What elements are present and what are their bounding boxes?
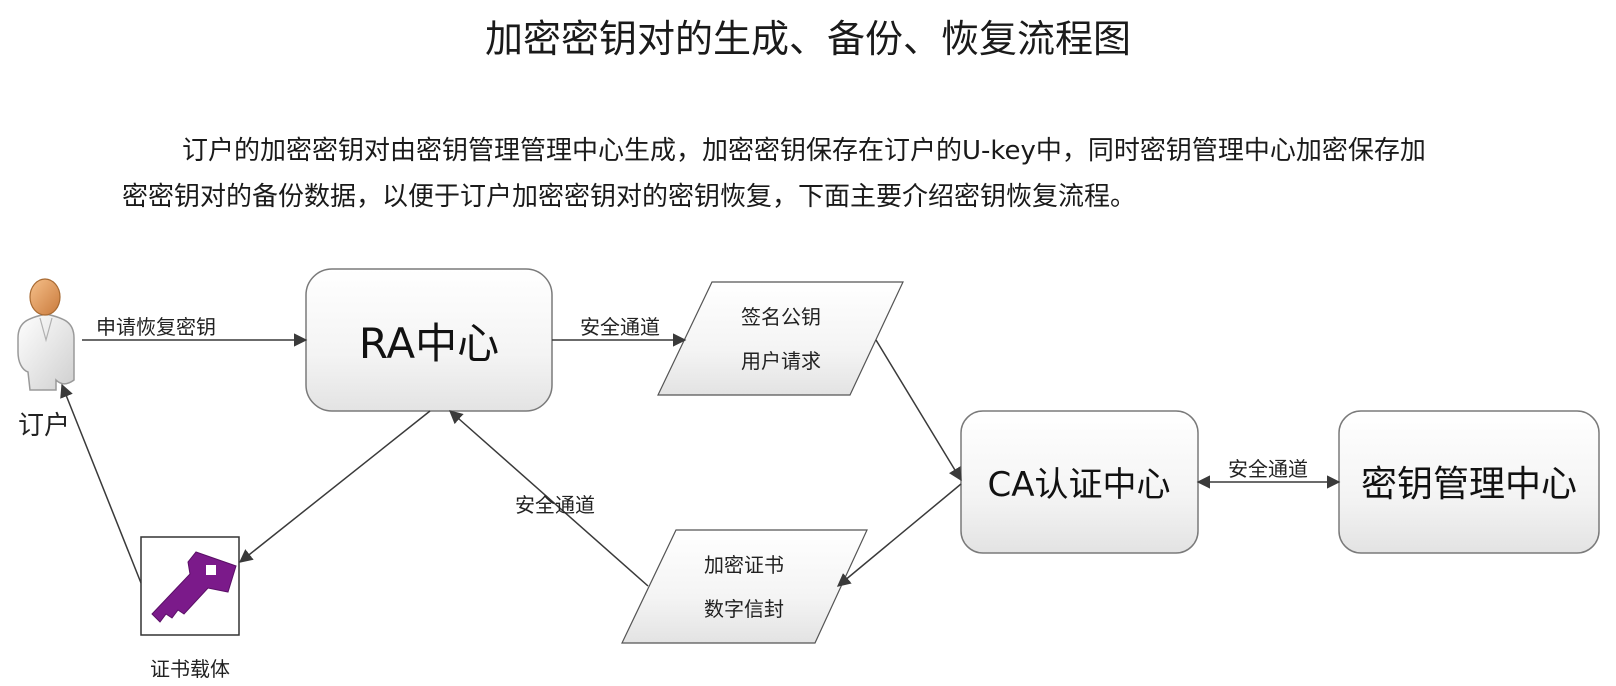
arrow-ra-to-carrier <box>238 410 431 563</box>
edge-label-ca-kmc: 安全通道 <box>1228 457 1308 481</box>
intro-paragraph: 订户的加密密钥对由密钥管理管理中心生成，加密密钥保存在订户的U-key中，同时密… <box>122 128 1602 220</box>
intro-line-2: 密密钥对的备份数据，以便于订户加密密钥对的密钥恢复，下面主要介绍密钥恢复流程。 <box>122 182 1137 212</box>
arrow-carrier-to-user <box>60 383 142 584</box>
encryption-cert-label: 加密证书 <box>704 553 784 577</box>
sign-data-parallelogram: 签名公钥 用户请求 <box>657 281 904 396</box>
edge-label-ra-sign: 安全通道 <box>580 315 660 339</box>
page-title: 加密密钥对的生成、备份、恢复流程图 <box>484 17 1131 61</box>
kmc-label: 密钥管理中心 <box>1361 464 1577 505</box>
user-request-label: 用户请求 <box>741 349 821 373</box>
intro-line-1: 订户的加密密钥对由密钥管理管理中心生成，加密密钥保存在订户的U-key中，同时密… <box>182 136 1426 166</box>
user-icon <box>17 278 75 391</box>
ca-center-label: CA认证中心 <box>988 465 1171 505</box>
edge-label-request-recover: 申请恢复密钥 <box>96 315 216 339</box>
cert-data-parallelogram: 加密证书 数字信封 <box>621 529 868 644</box>
cert-carrier-label: 证书载体 <box>150 657 230 681</box>
arrow-sign-to-ca <box>875 339 962 482</box>
cert-carrier-box <box>140 536 240 636</box>
kmc-box: 密钥管理中心 <box>1338 410 1600 554</box>
sign-public-key-label: 签名公钥 <box>741 305 821 329</box>
key-icon <box>151 551 237 623</box>
subscriber-label: 订户 <box>18 411 70 441</box>
digital-envelope-label: 数字信封 <box>704 597 784 621</box>
arrow-cert-to-ra <box>448 410 649 587</box>
ca-center-box: CA认证中心 <box>960 410 1199 554</box>
ra-center-label: RA中心 <box>359 319 499 368</box>
edge-label-cert-ra: 安全通道 <box>515 493 595 517</box>
ra-center-box: RA中心 <box>305 268 553 412</box>
arrow-ca-to-cert <box>836 483 962 587</box>
